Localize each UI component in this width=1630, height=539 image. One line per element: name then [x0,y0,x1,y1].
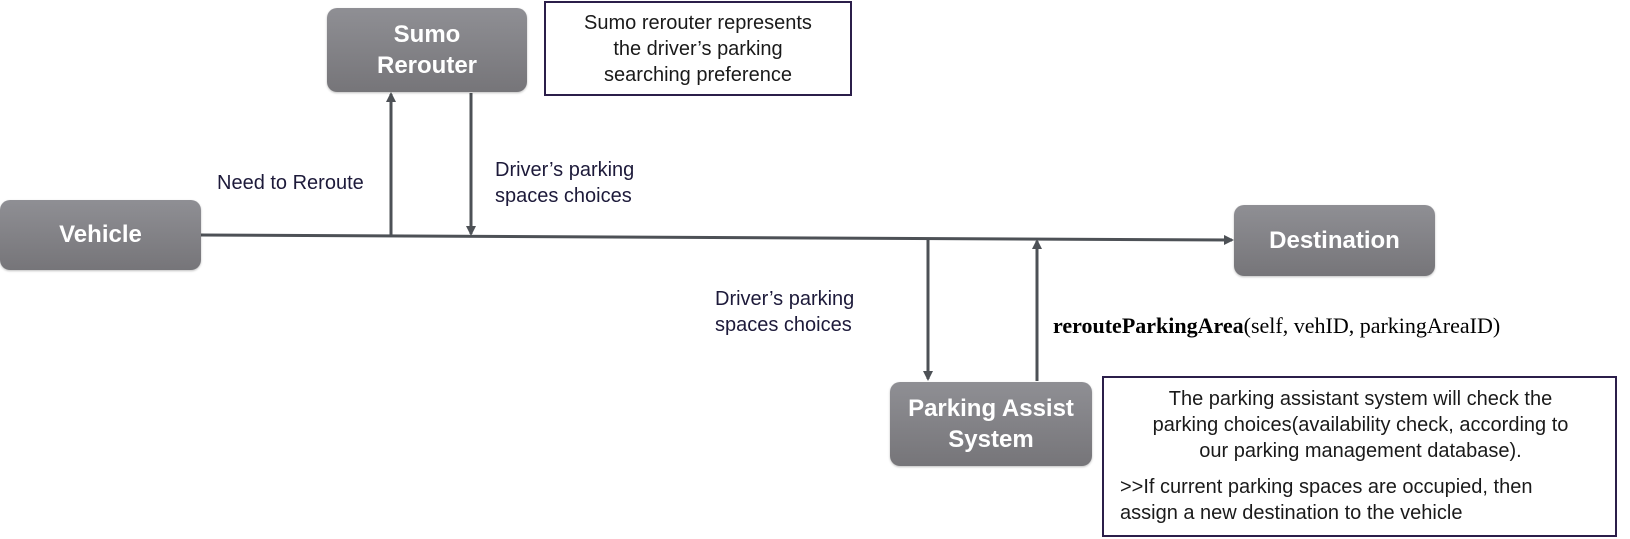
vehicle-label: Vehicle [59,221,142,249]
parking-assist-node: Parking Assist System [890,382,1092,466]
sumo-note: Sumo rerouter represents the driver’s pa… [544,1,852,96]
function-name: rerouteParkingArea [1053,313,1244,338]
sumo-rerouter-label: Sumo Rerouter [376,20,478,79]
function-args: (self, vehID, parkingAreaID) [1243,313,1501,338]
need-to-reroute-label: Need to Reroute [217,172,364,194]
choices-top-label: Driver’s parking spaces choices [495,159,635,207]
destination-node: Destination [1234,205,1435,276]
main-flow-arrow [199,233,1234,245]
vehicle-node: Vehicle [0,200,201,270]
destination-label: Destination [1269,226,1400,254]
parking-note: The parking assistant system will check … [1102,376,1617,537]
parking-note-paragraph-2: >>If current parking spaces are occupied… [1120,476,1533,524]
sumo-rerouter-node: Sumo Rerouter [327,8,527,92]
parking-note-paragraph-1: The parking assistant system will check … [1152,388,1569,462]
reroute-function-signature: rerouteParkingArea(self, vehID, parkingA… [1053,313,1500,339]
parking-assist-label: Parking Assist System [908,394,1074,453]
choices-bottom-label: Driver’s parking spaces choices [715,288,855,336]
sumo-note-text: Sumo rerouter represents the driver’s pa… [584,12,812,86]
